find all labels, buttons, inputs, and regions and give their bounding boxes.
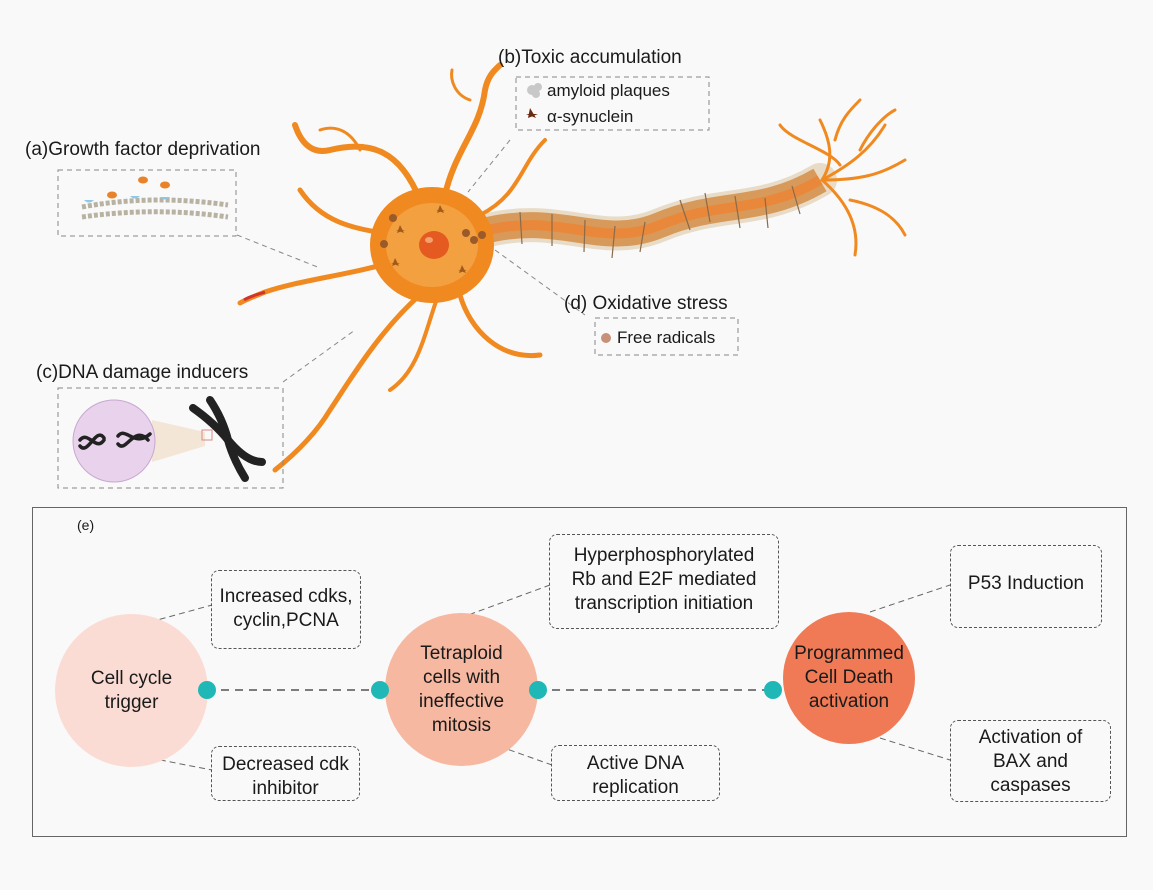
leader-line-b	[467, 139, 511, 193]
label-dna-damage: (c)DNA damage inducers	[36, 362, 249, 383]
nucleus-zoom	[72, 399, 156, 483]
amyloid-icon	[527, 83, 542, 98]
free-radical-icon	[601, 333, 611, 343]
free-radicals-on-soma	[380, 214, 486, 248]
callout-c-box	[57, 387, 284, 489]
zoom-cone	[152, 420, 205, 462]
callout-a-box	[57, 169, 237, 237]
connector-dot	[371, 681, 389, 699]
label-synuclein: α-synuclein	[547, 107, 634, 126]
soma	[370, 187, 494, 303]
active-dna-box	[551, 745, 720, 801]
leader-line-c	[282, 329, 356, 383]
synuclein-icon	[526, 108, 538, 118]
callout-b-box	[515, 76, 710, 131]
p53-box	[950, 545, 1102, 628]
p53-text: P53 Induction	[967, 573, 1085, 594]
axon	[463, 163, 837, 259]
connector-dot	[198, 681, 216, 699]
increased-cdks-text: Increased cdks,cyclin,PCNA	[219, 586, 353, 631]
label-growth-factor: (a)Growth factor deprivation	[25, 139, 261, 160]
synuclein-aggregates	[391, 205, 467, 273]
label-oxidative-stress: (d) Oxidative stress	[564, 293, 728, 314]
pathway-panel	[32, 507, 1127, 837]
leader-line-a	[236, 234, 321, 269]
leader-line-d	[494, 249, 586, 316]
chromosome-icon	[189, 396, 266, 482]
panel-label-e: (e)	[77, 517, 95, 533]
decreased-cdk-box	[211, 746, 360, 801]
membrane-illustration	[81, 176, 229, 220]
label-free-radicals: Free radicals	[617, 328, 716, 347]
increased-cdks-box	[211, 570, 361, 649]
connector-dot	[764, 681, 782, 699]
connector-dot	[529, 681, 547, 699]
label-amyloid: amyloid plaques	[547, 81, 670, 100]
bax-box	[950, 720, 1111, 802]
axon-terminal	[778, 98, 907, 257]
hyperphosphorylated-box	[549, 534, 779, 629]
label-toxic-accumulation: (b)Toxic accumulation	[498, 47, 682, 68]
broken-dna-icon	[78, 431, 152, 450]
